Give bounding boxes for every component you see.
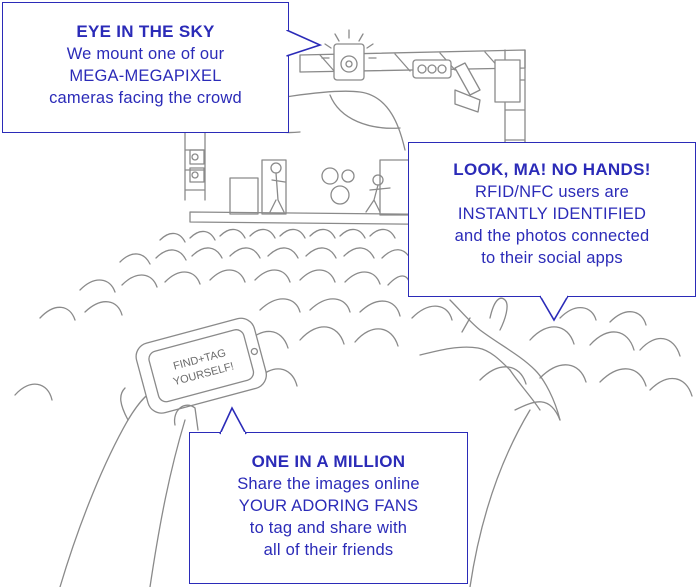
callout-line: and the photos connected: [454, 227, 650, 245]
callout-one-in-a-million: ONE IN A MILLION Share the images online…: [189, 432, 468, 584]
callout-line: YOUR ADORING FANS: [238, 497, 419, 515]
camera-icon: [321, 29, 377, 81]
callout-line: to tag and share with: [249, 519, 408, 537]
callout-tail: [219, 406, 247, 435]
phone-screen: [148, 329, 255, 403]
callout-title: EYE IN THE SKY: [76, 22, 215, 41]
callout-line: to their social apps: [481, 249, 623, 267]
callout-line: cameras facing the crowd: [49, 89, 242, 107]
hand-holding-phone: [59, 317, 267, 587]
callout-tail: [539, 294, 569, 322]
callout-no-hands: LOOK, MA! NO HANDS! RFID/NFC users are I…: [408, 142, 696, 297]
callout-tail: [286, 30, 323, 57]
callout-line: We mount one of our: [66, 45, 225, 63]
callout-title: ONE IN A MILLION: [251, 452, 406, 471]
stage-lights: [412, 59, 521, 113]
callout-line: MEGA-MEGAPIXEL: [69, 67, 222, 85]
callout-line: Share the images online: [237, 475, 420, 493]
rock-on-hand: [419, 297, 561, 587]
callout-line: all of their friends: [263, 541, 394, 559]
callout-eye-in-the-sky: EYE IN THE SKY We mount one of our MEGA-…: [2, 2, 289, 133]
callout-line: INSTANTLY IDENTIFIED: [457, 205, 647, 223]
phone-device: [135, 317, 267, 414]
callout-title: LOOK, MA! NO HANDS!: [453, 160, 651, 179]
callout-line: RFID/NFC users are: [475, 183, 629, 201]
